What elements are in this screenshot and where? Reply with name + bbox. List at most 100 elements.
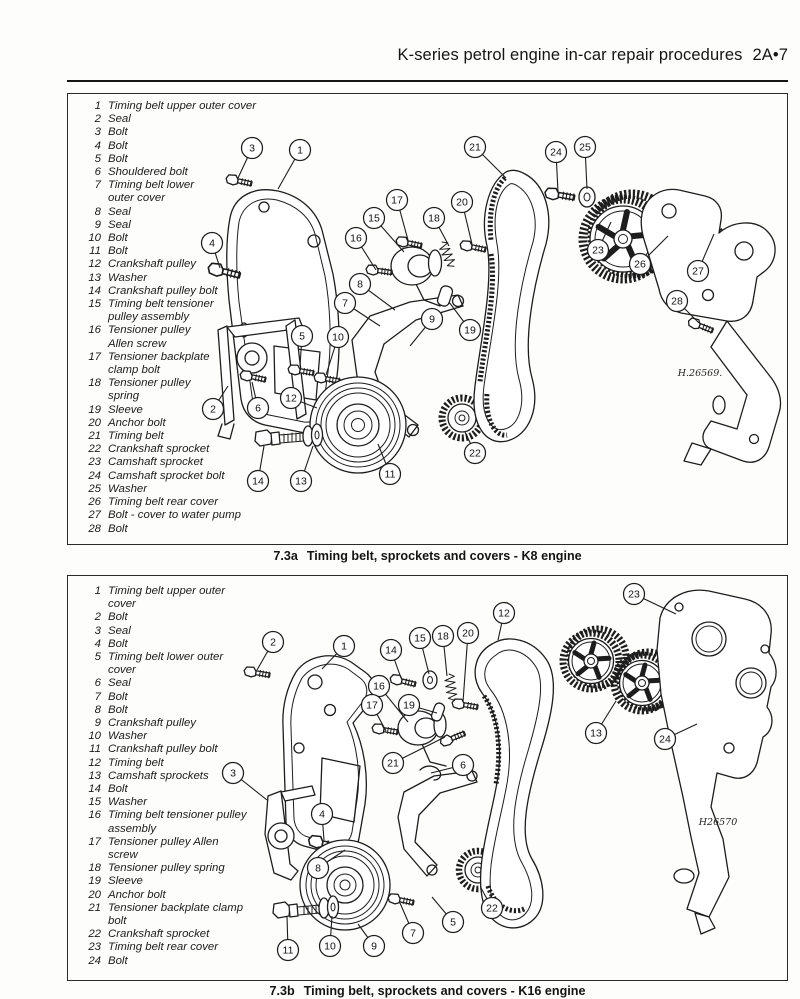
callout-14 <box>379 638 403 662</box>
part-name: Timing belt rear cover <box>108 496 219 509</box>
part-name: Timing belt <box>108 756 164 769</box>
callout-15 <box>362 206 386 230</box>
callout-21 <box>381 751 405 775</box>
callout-number: 24 <box>659 734 671 746</box>
callout-number: 13 <box>590 728 602 740</box>
part-number: 15 <box>88 796 101 809</box>
part-number: 18 <box>88 862 101 875</box>
callout-number: 11 <box>385 469 396 481</box>
part-number: 6 <box>94 677 101 690</box>
part-name: Timing belt rear cover <box>108 941 219 954</box>
callout-7 <box>401 921 425 945</box>
callout-leader-20 <box>462 632 469 703</box>
callout-number: 14 <box>385 645 397 657</box>
callout-6 <box>246 396 270 420</box>
callout-20 <box>450 190 474 214</box>
tensioner-pulley-drawing <box>397 710 447 767</box>
part-number: 14 <box>88 284 101 297</box>
callout-8 <box>306 856 330 880</box>
callout-16 <box>344 226 368 250</box>
rear-cover-drawing <box>640 188 782 466</box>
callout-number: 16 <box>350 233 362 245</box>
callout-19 <box>397 693 421 717</box>
part-number: 8 <box>94 205 101 218</box>
part-name: Bolt <box>108 703 128 716</box>
callout-11 <box>276 938 300 962</box>
callout-number: 13 <box>295 476 307 488</box>
part-name: Washer <box>108 482 148 495</box>
part-name: Seal <box>108 677 131 690</box>
callout-1 <box>288 138 312 162</box>
caption-label: 7.3b <box>269 984 295 998</box>
callout-number: 12 <box>498 608 510 620</box>
part-number: 4 <box>94 637 101 650</box>
part-number: 4 <box>94 139 101 152</box>
callout-9 <box>362 934 386 958</box>
part-number: 23 <box>88 941 101 954</box>
callout-number: 5 <box>299 331 305 343</box>
callout-number: 7 <box>410 928 416 940</box>
callout-number: 17 <box>391 195 403 207</box>
callout-number: 5 <box>450 917 456 929</box>
part-number: 2 <box>94 611 101 624</box>
part-name: Sleeve <box>108 403 143 416</box>
callout-number: 14 <box>252 476 264 488</box>
part-number: 20 <box>88 416 101 429</box>
callout-13 <box>289 469 313 493</box>
header-title: K-series petrol engine in-car repair pro… <box>397 46 743 64</box>
part-name: Timing belt upper outer cover <box>108 100 257 112</box>
part-row: 23 Timing belt rear cover <box>84 941 247 954</box>
part-name: Camshaft sprocket bolt <box>108 469 225 482</box>
part-name: Washer <box>108 271 148 284</box>
crankshaft-pulley-bolt-drawing <box>272 895 340 919</box>
callout-7 <box>333 291 357 315</box>
part-name: Bolt <box>108 152 128 165</box>
sleeve-19-drawing <box>436 285 454 307</box>
callout-1 <box>332 634 356 658</box>
callout-21 <box>463 135 487 159</box>
part-name: Bolt <box>108 232 128 245</box>
part-number: 2 <box>94 113 101 126</box>
part-number: 3 <box>94 126 101 139</box>
k8-exploded-diagram: H.26569. 1342124252326272817151618208791… <box>200 135 782 493</box>
callout-22 <box>480 896 504 920</box>
callout-number: 9 <box>429 314 435 326</box>
sleeve-19-drawing <box>430 702 446 722</box>
part-name: Crankshaft pulley bolt <box>108 284 218 297</box>
part-number: 28 <box>88 522 101 535</box>
callout-number: 6 <box>460 760 466 772</box>
callout-number: 2 <box>270 637 276 649</box>
part-number: 16 <box>88 809 101 822</box>
part-number: 20 <box>88 888 101 901</box>
part-number: 19 <box>88 875 101 888</box>
part-name: Anchor bolt <box>108 888 166 901</box>
caption-text: Timing belt, sprockets and covers - K16 … <box>303 984 586 998</box>
part-number: 13 <box>88 769 101 782</box>
callout-10 <box>326 325 350 349</box>
part-name: Bolt <box>108 245 128 258</box>
header-rule <box>67 80 788 82</box>
callout-26 <box>628 252 652 276</box>
callout-number: 24 <box>550 147 562 159</box>
part-number: 10 <box>88 232 101 245</box>
callout-number: 21 <box>387 758 399 770</box>
callout-10 <box>318 934 342 958</box>
callout-17 <box>385 188 409 212</box>
figure-caption-7-3b: 7.3b Timing belt, sprockets and covers - … <box>67 984 788 998</box>
callout-23 <box>622 582 646 606</box>
